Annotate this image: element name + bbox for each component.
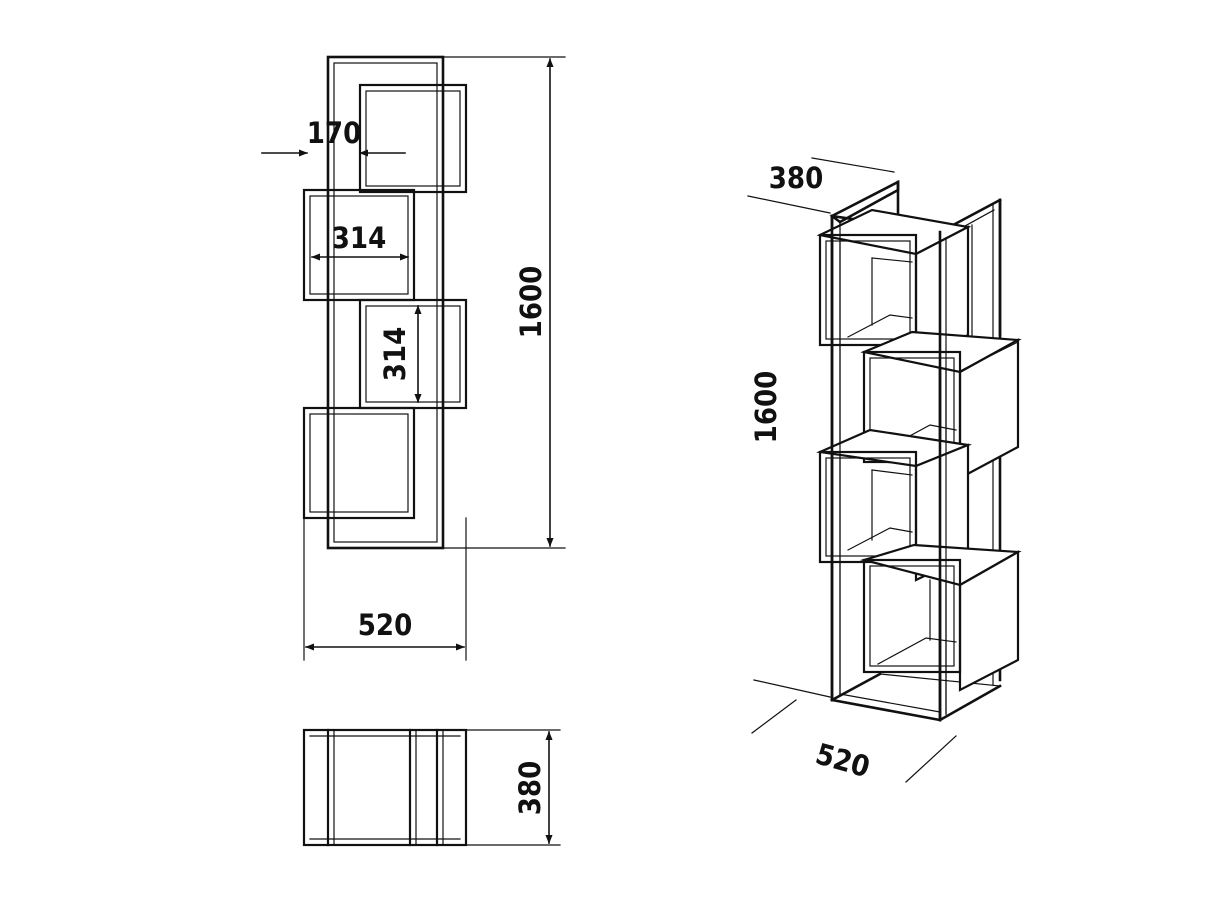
- dim-iso-width: 520: [751, 679, 957, 785]
- dim-front-total-width: 520: [303, 517, 467, 661]
- iso-box-3: [816, 428, 973, 582]
- dim-iso-depth: 380: [747, 157, 895, 214]
- label-front-total-width: 520: [358, 608, 412, 642]
- isometric-view: 380 1600 520: [747, 157, 1022, 785]
- dim-iso-height: 1600: [749, 371, 783, 444]
- dim-top-depth: 380: [465, 729, 561, 846]
- dim-front-depth: 170: [261, 116, 406, 157]
- dim-front-total-height: 1600: [442, 56, 566, 549]
- label-iso-height: 1600: [749, 371, 783, 444]
- label-top-depth: 380: [513, 761, 547, 815]
- iso-box-1: [816, 208, 972, 364]
- label-front-inner-width: 314: [332, 221, 386, 255]
- top-view: 380: [302, 728, 561, 847]
- label-iso-depth: 380: [769, 161, 823, 195]
- dim-front-inner-width: 314: [311, 221, 409, 261]
- label-front-inner-height: 314: [378, 327, 412, 381]
- label-front-depth: 170: [307, 116, 361, 150]
- label-front-total-height: 1600: [514, 266, 548, 339]
- front-box-1: [358, 83, 468, 194]
- front-main-frame: [326, 55, 445, 550]
- dim-front-inner-height: 314: [378, 305, 422, 403]
- front-view: 170 314 314 1600 520: [261, 55, 566, 661]
- label-iso-width: 520: [812, 737, 874, 785]
- front-box-4: [302, 406, 416, 520]
- front-box-3: [358, 298, 468, 410]
